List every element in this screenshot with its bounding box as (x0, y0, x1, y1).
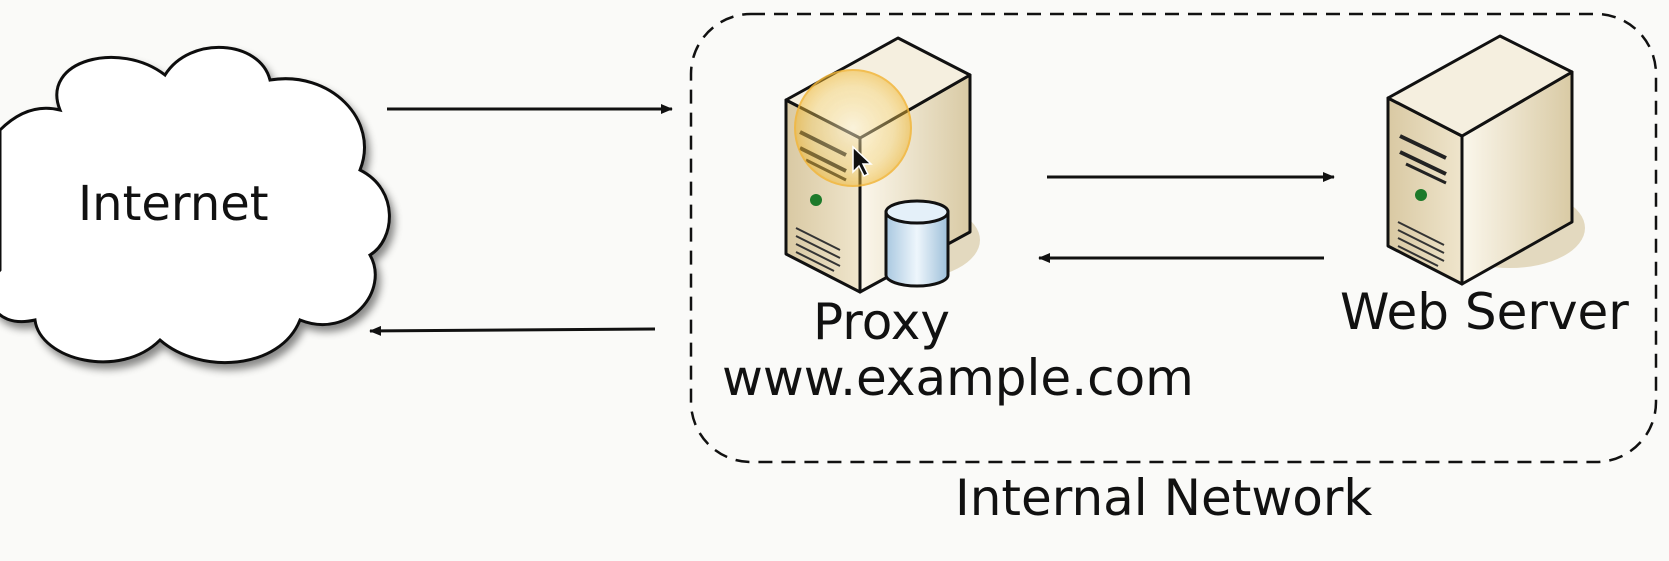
led-icon (1415, 189, 1427, 201)
internal-network-label: Internal Network (955, 469, 1373, 527)
database-icon (884, 199, 950, 288)
cursor-icon (852, 145, 873, 178)
web-server-icon (1386, 34, 1585, 286)
proxy-label: Proxy (813, 293, 950, 351)
proxy-hostname-label: www.example.com (722, 349, 1194, 407)
led-icon (810, 194, 822, 206)
cloud-icon (0, 45, 391, 365)
internal-network-boundary (689, 12, 1658, 464)
cursor-highlight (794, 69, 912, 187)
arrow-proxy-to-internet (369, 325, 656, 336)
webserver-label: Web Server (1340, 283, 1629, 341)
internet-label: Internet (78, 176, 269, 232)
